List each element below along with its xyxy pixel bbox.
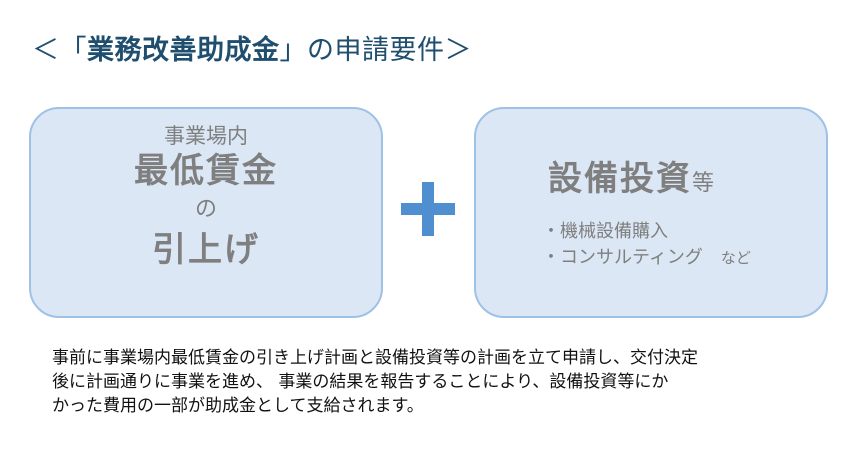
plus-icon-vertical xyxy=(422,182,434,236)
description-paragraph: 事前に事業場内最低賃金の引き上げ計画と設備投資等の計画を立て申請し、交付決定 後… xyxy=(52,346,822,418)
title-subsidy-name: 業務改善助成金 xyxy=(87,35,280,66)
investment-item-machinery: ・機械設備購入 xyxy=(542,221,668,242)
investment-box: 設備投資等 ・機械設備購入 ・コンサルティングなど xyxy=(474,107,828,318)
wage-raise-content: 事業場内 最低賃金 の 引上げ xyxy=(31,123,381,273)
wage-raise-subtitle: 事業場内 xyxy=(164,124,248,148)
plus-icon xyxy=(401,182,455,236)
wage-raise-particle: の xyxy=(194,197,217,222)
description-line: かった費用の一部が助成金として支給されます。 xyxy=(52,396,424,416)
title-close-bracket: 」 xyxy=(279,35,307,66)
investment-title-suffix: 等 xyxy=(692,171,715,196)
wage-raise-action: 引上げ xyxy=(152,230,260,270)
description-line: 事前に事業場内最低賃金の引き上げ計画と設備投資等の計画を立て申請し、交付決定 xyxy=(52,348,698,368)
wage-raise-box: 事業場内 最低賃金 の 引上げ xyxy=(29,107,383,318)
wage-raise-main: 最低賃金 xyxy=(134,151,278,191)
description-line: 後に計画通りに事業を進め、 事業の結果を報告することにより、設備投資等にか xyxy=(52,372,669,392)
investment-title-main: 設備投資 xyxy=(548,159,692,199)
investment-item-consulting: ・コンサルティングなど xyxy=(542,245,751,271)
page-title: ＜「業務改善助成金」の申請要件＞ xyxy=(32,28,472,67)
investment-title: 設備投資等 xyxy=(548,151,714,200)
title-requirements: の申請要件＞ xyxy=(307,35,472,66)
title-open-bracket: ＜「 xyxy=(32,35,87,66)
investment-list: ・機械設備購入 ・コンサルティングなど xyxy=(542,219,751,271)
investment-item-consulting-label: ・コンサルティング xyxy=(542,247,703,268)
investment-item-etc: など xyxy=(720,249,751,267)
